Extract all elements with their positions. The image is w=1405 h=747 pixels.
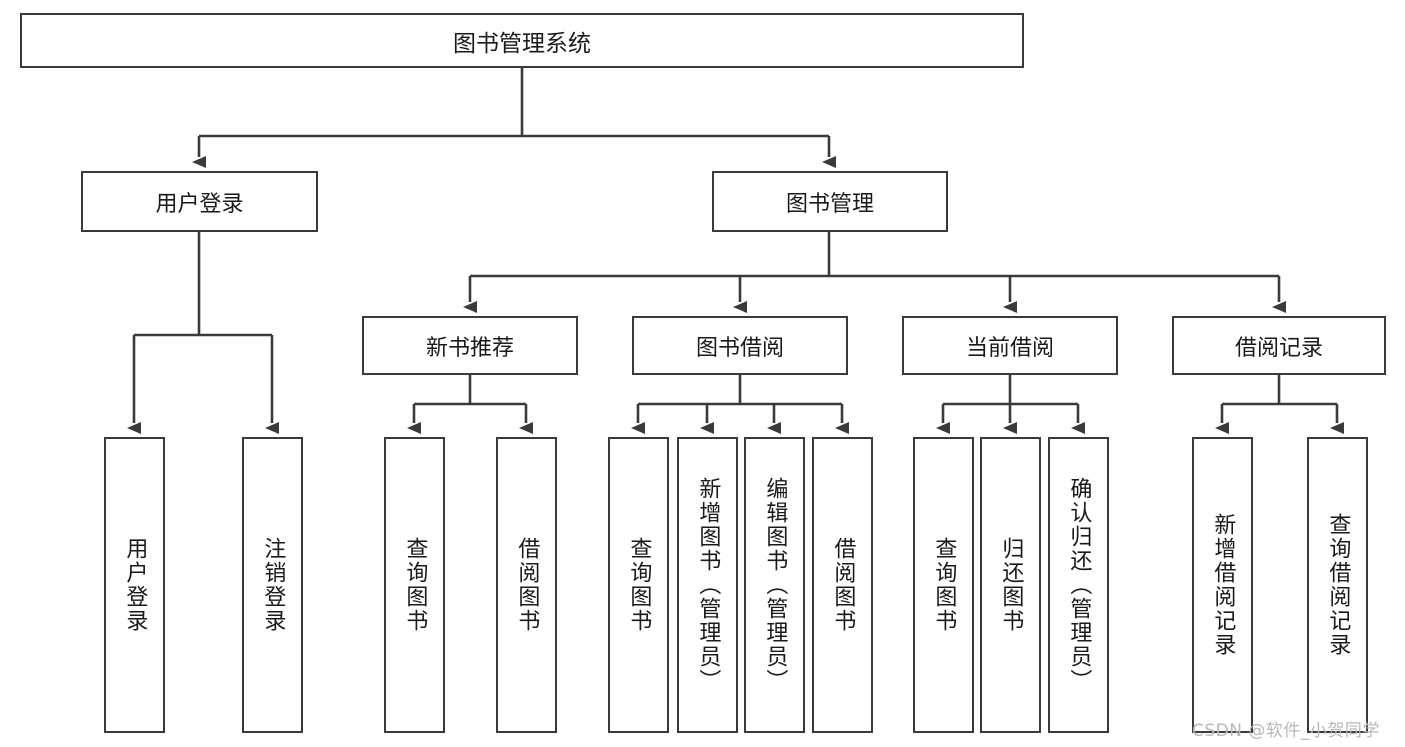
node-label: 确认归还（管理员）: [1066, 477, 1092, 693]
node-label: 查询图书: [931, 537, 957, 633]
node-label: 新增图书（管理员）: [695, 477, 721, 693]
watermark: CSDN @软件_小贺同学: [1192, 721, 1380, 741]
node-user-login[interactable]: 用户登录: [81, 171, 318, 232]
node-label: 查询图书: [402, 537, 428, 633]
node-label: 新书推荐: [425, 335, 514, 361]
node-label: 查询借阅记录: [1325, 513, 1351, 657]
leaf-borrow-book[interactable]: 借阅图书: [812, 437, 873, 733]
node-new-book-recommend[interactable]: 新书推荐: [362, 316, 578, 375]
leaf-edit-book-admin[interactable]: 编辑图书（管理员）: [744, 437, 805, 733]
node-label: 编辑图书（管理员）: [762, 477, 788, 693]
node-label: 当前借阅: [965, 335, 1054, 361]
leaf-confirm-return-admin[interactable]: 确认归还（管理员）: [1048, 437, 1109, 733]
node-root-system[interactable]: 图书管理系统: [20, 13, 1024, 68]
node-label: 借阅图书: [514, 537, 540, 633]
node-label: 图书管理: [785, 191, 874, 217]
node-label: 用户登录: [122, 537, 148, 633]
node-label: 借阅记录: [1234, 335, 1323, 361]
node-label: 用户登录: [155, 191, 244, 217]
leaf-user-login[interactable]: 用户登录: [104, 437, 165, 733]
node-borrow-record[interactable]: 借阅记录: [1172, 316, 1386, 375]
leaf-logout[interactable]: 注销登录: [242, 437, 303, 733]
node-label: 图书管理系统: [453, 30, 591, 57]
leaf-query-book-borrow[interactable]: 查询图书: [608, 437, 669, 733]
leaf-query-book-newbook[interactable]: 查询图书: [384, 437, 445, 733]
leaf-add-book-admin[interactable]: 新增图书（管理员）: [677, 437, 738, 733]
leaf-return-book[interactable]: 归还图书: [980, 437, 1041, 733]
leaf-borrow-book-newbook[interactable]: 借阅图书: [496, 437, 557, 733]
node-current-borrow[interactable]: 当前借阅: [902, 316, 1118, 375]
node-book-borrow[interactable]: 图书借阅: [632, 316, 848, 375]
node-label: 借阅图书: [830, 537, 856, 633]
node-label: 图书借阅: [695, 335, 784, 361]
leaf-query-borrow-record[interactable]: 查询借阅记录: [1307, 437, 1368, 733]
leaf-add-borrow-record[interactable]: 新增借阅记录: [1192, 437, 1253, 733]
node-book-management[interactable]: 图书管理: [712, 171, 948, 232]
node-label: 查询图书: [626, 537, 652, 633]
node-label: 注销登录: [260, 537, 286, 633]
node-label: 新增借阅记录: [1210, 513, 1236, 657]
leaf-query-book-current[interactable]: 查询图书: [913, 437, 974, 733]
node-label: 归还图书: [998, 537, 1024, 633]
